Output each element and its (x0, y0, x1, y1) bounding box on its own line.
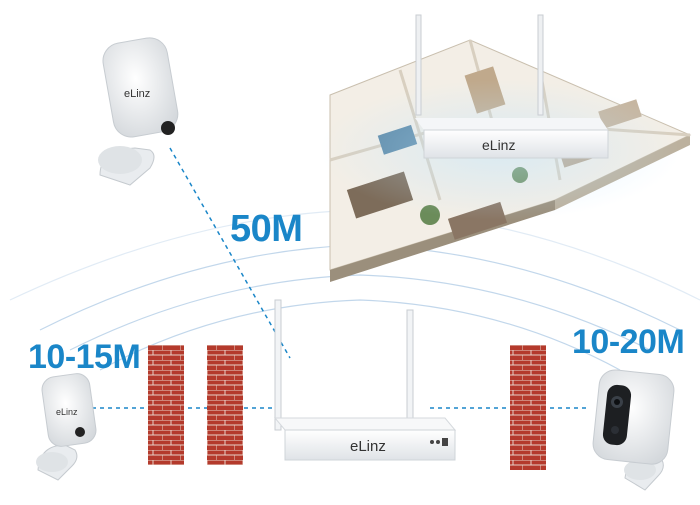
camera-icon (592, 369, 675, 491)
distance-label-right: 10-20M (572, 323, 685, 361)
nvr-icon: eLinz (415, 14, 609, 159)
brand-logo: eLinz (482, 137, 515, 153)
brand-logo: eLinz (124, 88, 150, 100)
distance-label-top: 50M (230, 208, 303, 250)
brick-wall-icon (148, 345, 546, 470)
camera-icon: eLinz (36, 373, 97, 481)
brand-logo: eLinz (350, 438, 386, 455)
camera-icon: eLinz (98, 37, 179, 186)
distance-label-left: 10-15M (28, 338, 141, 376)
nvr-icon: eLinz (273, 299, 457, 461)
brand-logo: eLinz (56, 407, 78, 417)
house-floorplan-icon (320, 39, 692, 282)
